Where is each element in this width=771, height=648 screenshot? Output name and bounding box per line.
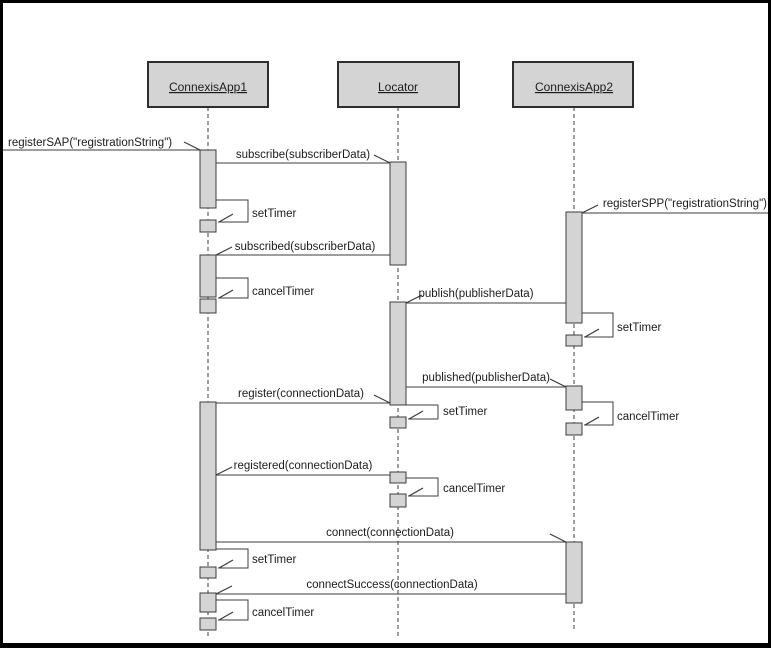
- self-call-arrowhead: [218, 611, 234, 621]
- self-call-result-box: [389, 493, 407, 508]
- participant-connexisapp2: ConnexisApp2: [512, 61, 634, 108]
- self-call-canceltimer-7: cancelTimer: [565, 401, 679, 436]
- self-call-arrowhead: [408, 410, 424, 420]
- self-call-path: [406, 404, 439, 420]
- activation-bar: [565, 211, 583, 324]
- message-label: connectSuccess(connectionData): [306, 579, 477, 591]
- self-call-path: [216, 277, 249, 299]
- participant-box: [147, 61, 269, 108]
- message-8: connect(connectionData): [216, 527, 567, 543]
- activation-bar: [389, 161, 407, 266]
- self-call-label: setTimer: [443, 406, 487, 418]
- message-7: registered(connectionData): [215, 460, 390, 476]
- self-call-path: [582, 401, 614, 426]
- message-arrowhead: [549, 533, 567, 543]
- self-call-result-box: [389, 416, 407, 429]
- self-call-settimer-4: setTimer: [389, 404, 487, 429]
- message-9: connectSuccess(connectionData): [215, 579, 566, 595]
- self-call-arrowhead: [584, 328, 600, 338]
- self-call-result-box: [565, 422, 583, 436]
- self-call-result-box: [199, 617, 217, 631]
- message-arrowhead: [405, 294, 423, 304]
- message-label: publish(publisherData): [418, 288, 533, 300]
- message-5: published(publisherData): [406, 372, 567, 388]
- self-call-arrowhead: [218, 289, 234, 299]
- self-call-settimer-2: setTimer: [199, 548, 296, 579]
- message-label: registered(connectionData): [234, 460, 373, 472]
- self-call-settimer-6: setTimer: [565, 312, 661, 347]
- message-3: registerSPP("registrationString"): [581, 198, 768, 214]
- self-call-arrowhead: [218, 213, 234, 223]
- message-arrowhead: [215, 246, 233, 256]
- message-label: register(connectionData): [238, 388, 364, 400]
- self-call-canceltimer-3: cancelTimer: [199, 599, 314, 631]
- self-call-label: setTimer: [617, 322, 661, 334]
- self-call-path: [216, 599, 249, 621]
- message-arrowhead: [549, 378, 567, 388]
- self-call-result-box: [199, 219, 217, 233]
- activation-bar: [199, 149, 217, 209]
- self-call-label: setTimer: [252, 554, 296, 566]
- self-call-path: [216, 199, 249, 223]
- message-arrowhead: [373, 394, 391, 404]
- message-arrowhead: [581, 204, 599, 214]
- self-call-label: cancelTimer: [252, 607, 314, 619]
- self-call-canceltimer-1: cancelTimer: [199, 277, 314, 314]
- self-call-arrowhead: [408, 487, 424, 497]
- self-call-label: cancelTimer: [443, 483, 505, 495]
- activation-bar: [565, 541, 583, 604]
- activation-bar: [389, 471, 407, 484]
- participant-box: [337, 61, 460, 108]
- message-label: registerSPP("registrationString"): [603, 198, 767, 210]
- participant-label: ConnexisApp1: [169, 80, 247, 94]
- participant-box: [512, 61, 634, 108]
- activation-bar: [199, 592, 217, 613]
- message-1: subscribe(subscriberData): [216, 149, 391, 164]
- self-call-path: [216, 548, 249, 569]
- message-0: registerSAP("registrationString"): [3, 137, 201, 151]
- message-label: registerSAP("registrationString"): [8, 137, 172, 149]
- message-6: register(connectionData): [216, 388, 391, 404]
- self-call-label: setTimer: [252, 208, 296, 220]
- message-arrowhead: [183, 141, 201, 151]
- message-4: publish(publisherData): [405, 288, 566, 304]
- participant-label: ConnexisApp2: [535, 80, 613, 94]
- activation-bar: [199, 254, 217, 298]
- message-2: subscribed(subscriberData): [215, 241, 390, 256]
- self-call-result-box: [199, 298, 217, 314]
- message-arrowhead: [215, 466, 233, 476]
- self-call-path: [582, 312, 614, 338]
- message-arrowhead: [373, 154, 391, 164]
- message-label: subscribed(subscriberData): [235, 241, 376, 253]
- self-call-result-box: [199, 566, 217, 579]
- participant-label: Locator: [378, 80, 418, 94]
- self-call-arrowhead: [584, 416, 600, 426]
- activation-bar: [565, 385, 583, 411]
- participant-connexisapp1: ConnexisApp1: [147, 61, 269, 108]
- self-call-label: cancelTimer: [617, 411, 679, 423]
- participant-locator: Locator: [337, 61, 460, 108]
- self-call-label: cancelTimer: [252, 286, 314, 298]
- self-call-path: [406, 477, 439, 497]
- activation-bar: [389, 301, 407, 406]
- activation-bar: [199, 401, 217, 551]
- message-label: subscribe(subscriberData): [236, 149, 370, 161]
- self-call-arrowhead: [218, 559, 234, 569]
- message-label: connect(connectionData): [326, 527, 454, 539]
- message-arrowhead: [215, 585, 233, 595]
- message-label: published(publisherData): [422, 372, 550, 384]
- self-call-settimer-0: setTimer: [199, 199, 296, 233]
- self-call-result-box: [565, 334, 583, 347]
- self-call-canceltimer-5: cancelTimer: [389, 477, 505, 508]
